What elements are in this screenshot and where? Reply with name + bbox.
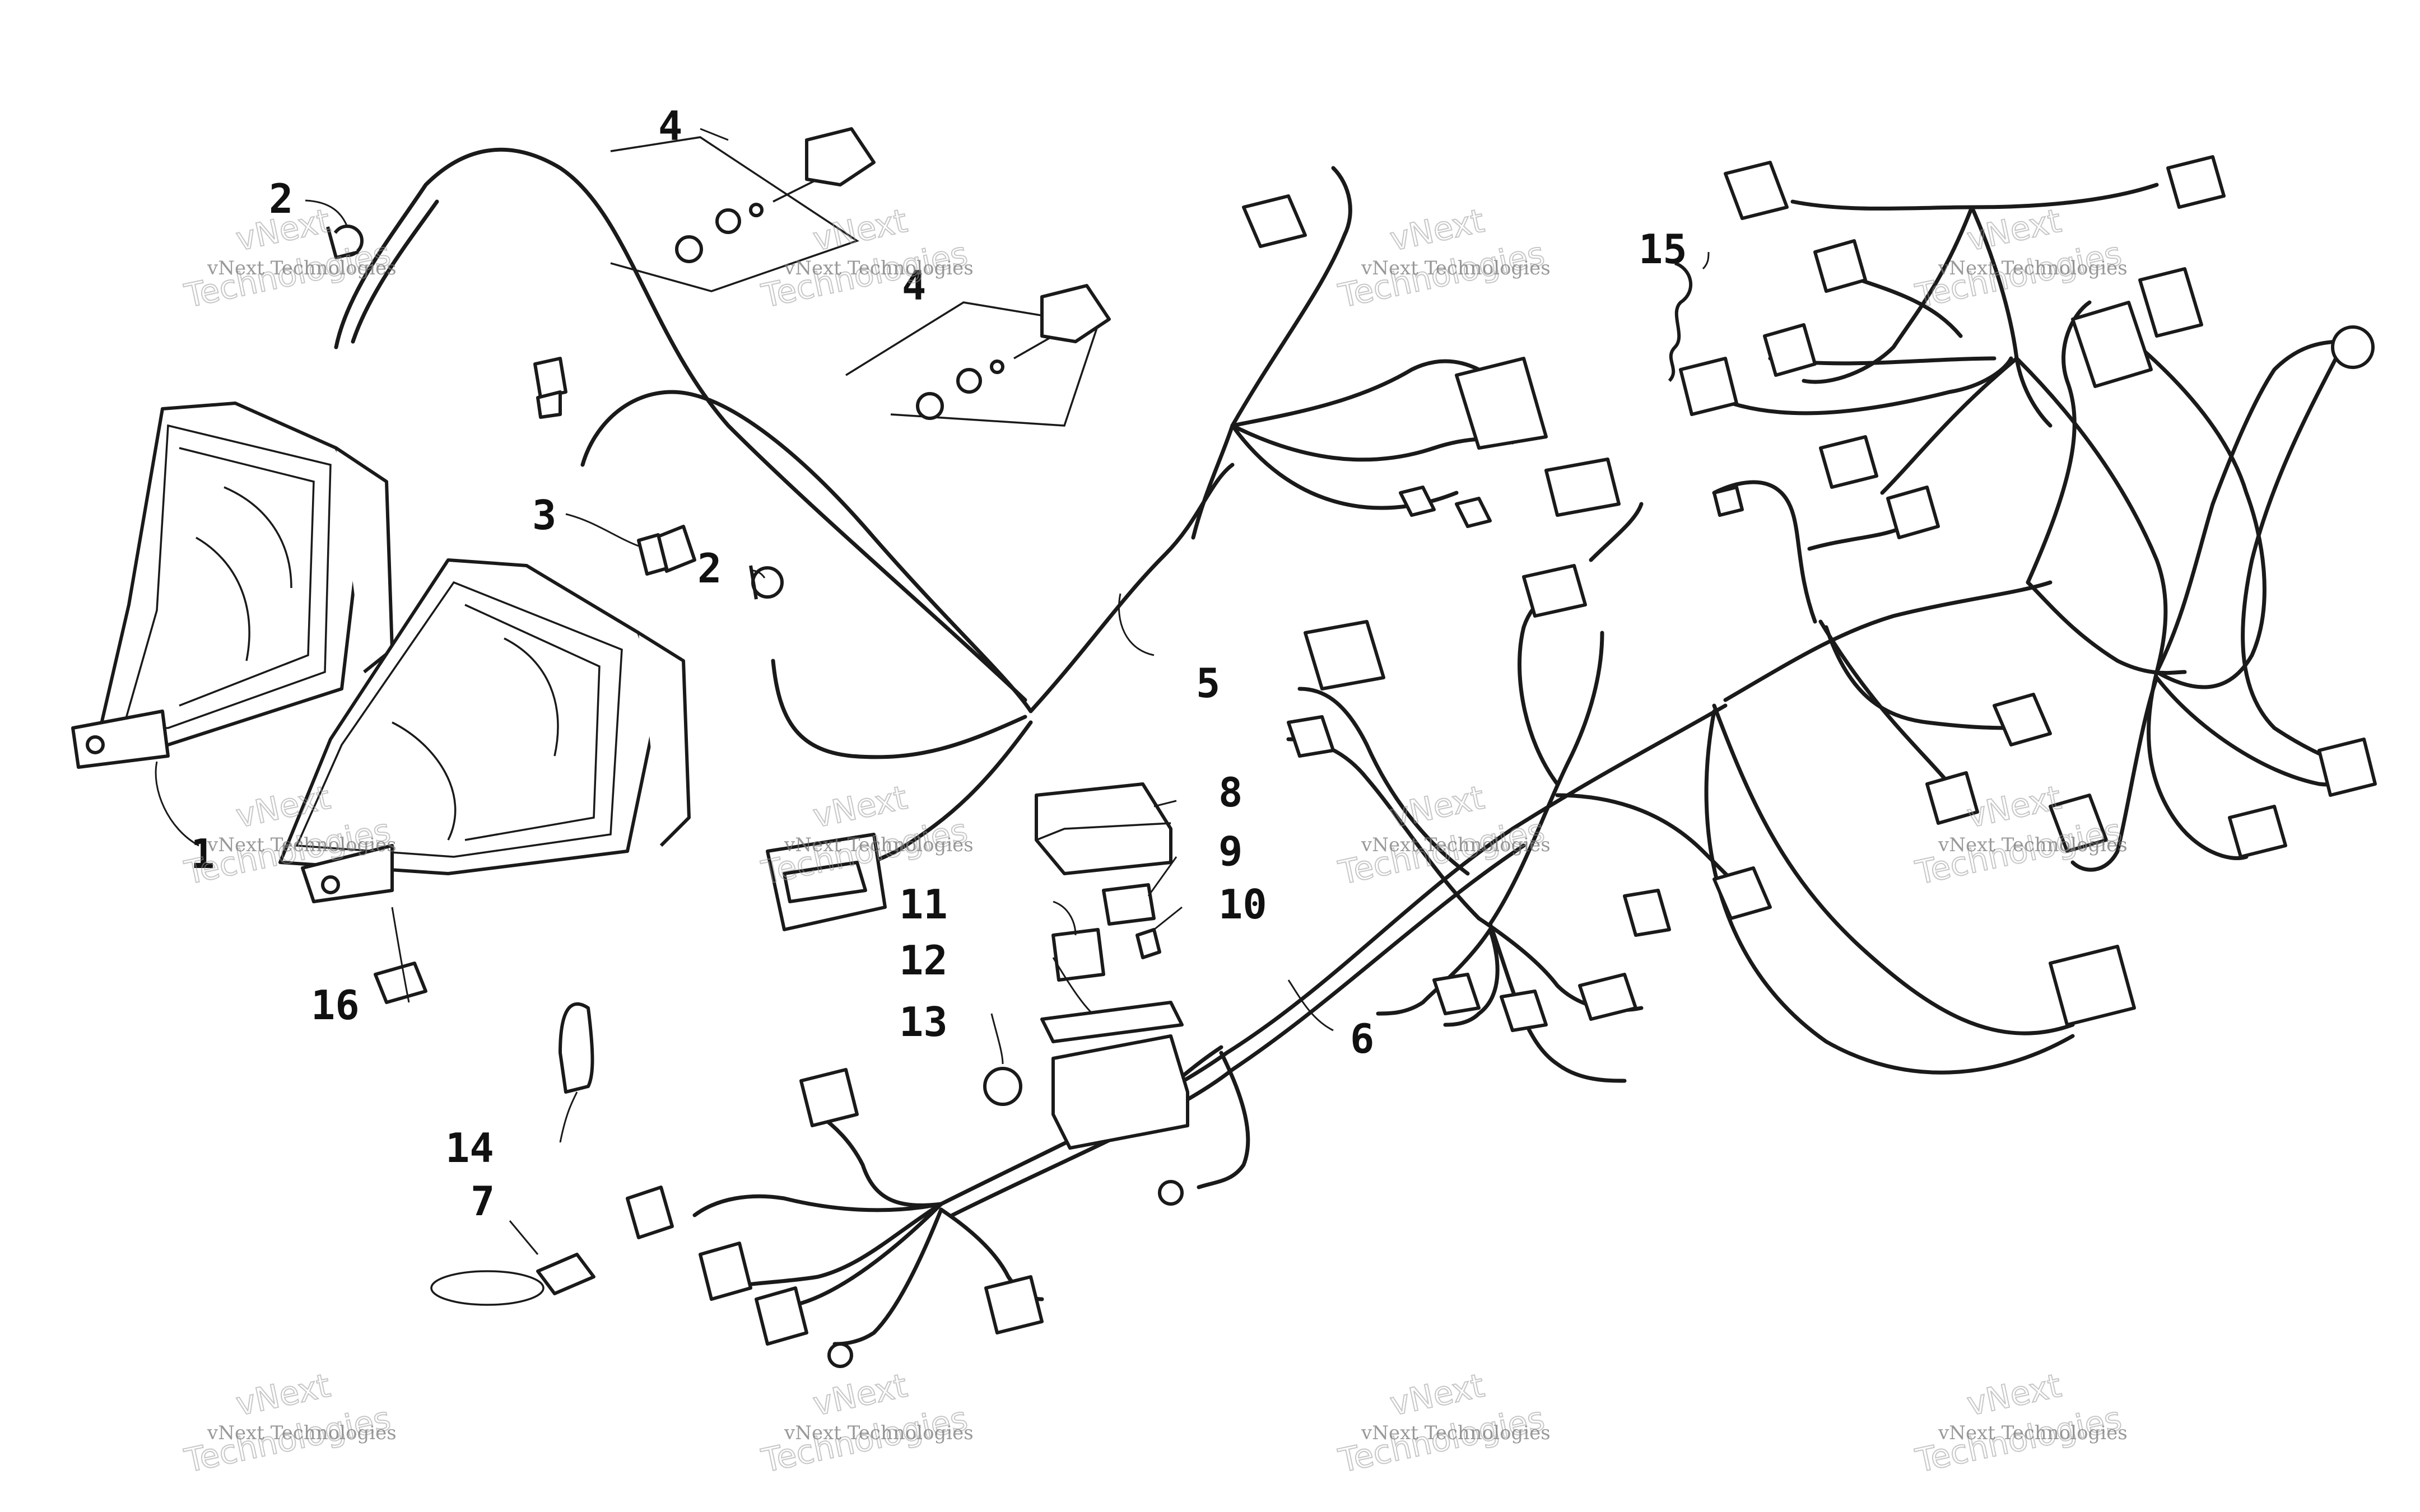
- callout-7: 7: [471, 1178, 495, 1225]
- callout-9: 9: [1218, 828, 1242, 875]
- callout-11: 11: [899, 881, 948, 928]
- svg-text:vNext Technologies: vNext Technologies: [207, 834, 397, 856]
- callout-13: 13: [899, 998, 948, 1046]
- bulb-socket-upper: [533, 357, 567, 419]
- callout-3: 3: [532, 492, 556, 539]
- watermark: vNext Technologies vNext Technologies: [757, 1366, 974, 1481]
- svg-text:vNext Technologies: vNext Technologies: [784, 257, 974, 279]
- callout-6: 6: [1350, 1015, 1374, 1062]
- watermark: vNext Technologies vNext Technologies: [180, 778, 397, 893]
- callout-4-lower: 4: [902, 262, 926, 309]
- clip-13: [983, 1067, 1022, 1106]
- callout-labels: 1 2 2 3 4 4 5 6 7 8 9 10 11 12 13 14 15 …: [190, 102, 1687, 1225]
- headlight-harness: [334, 147, 1548, 931]
- connector-7: [430, 1253, 595, 1306]
- fuse-relay-box-8: [1035, 782, 1172, 875]
- bulb-3: [637, 525, 696, 576]
- callout-5: 5: [1196, 660, 1220, 707]
- spring-15: [1668, 262, 1692, 382]
- adjuster-set-lower: [845, 284, 1111, 427]
- watermark: vNext Technologies vNext Technologies: [1911, 1366, 2128, 1481]
- fuse-10: [1135, 928, 1161, 959]
- callout-1: 1: [190, 830, 215, 878]
- callout-4-upper: 4: [658, 102, 682, 150]
- callout-14: 14: [445, 1124, 494, 1172]
- callout-2-upper: 2: [269, 175, 293, 222]
- adjuster-set-upper: [610, 127, 876, 292]
- headlight-left: [71, 402, 394, 769]
- watermark: vNext Technologies vNext Technologies: [180, 1366, 397, 1481]
- fuse-block-main: [1051, 1034, 1189, 1150]
- watermark: vNext Technologies vNext Technologies: [1911, 201, 2128, 316]
- svg-text:vNext Technologies: vNext Technologies: [1938, 834, 2128, 856]
- leader-lines: [155, 128, 1710, 1255]
- callout-12: 12: [899, 937, 948, 984]
- svg-text:vNext Technologies: vNext Technologies: [1361, 1422, 1551, 1444]
- watermark: vNext Technologies vNext Technologies: [757, 201, 974, 316]
- svg-text:vNext Technologies: vNext Technologies: [1938, 1422, 2128, 1444]
- svg-text:vNext Technologies: vNext Technologies: [784, 1422, 974, 1444]
- callout-2-lower: 2: [697, 545, 722, 592]
- bulb-2-upper: [326, 225, 364, 259]
- svg-text:vNext Technologies: vNext Technologies: [1938, 257, 2128, 279]
- watermark: vNext Technologies vNext Technologies: [1334, 1366, 1551, 1481]
- callout-16: 16: [311, 982, 360, 1029]
- svg-text:vNext Technologies: vNext Technologies: [784, 834, 974, 856]
- cable-tie-14: [559, 1002, 594, 1094]
- svg-text:vNext Technologies: vNext Technologies: [207, 1422, 397, 1444]
- callout-8: 8: [1218, 769, 1242, 816]
- callout-15: 15: [1639, 226, 1687, 273]
- callout-10: 10: [1218, 881, 1267, 928]
- bulb-2-lower: [749, 565, 784, 600]
- watermark: vNext Technologies vNext Technologies: [180, 201, 397, 316]
- fuse-panel-12: [1040, 1001, 1184, 1043]
- relay-11: [1051, 928, 1105, 982]
- headlight-right: [278, 558, 691, 1004]
- watermark: vNext Technologies vNext Technologies: [1334, 201, 1551, 316]
- relay-9: [1102, 883, 1156, 926]
- svg-text:vNext Technologies: vNext Technologies: [1361, 834, 1551, 856]
- main-harness: [626, 155, 2377, 1368]
- svg-text:vNext Technologies: vNext Technologies: [207, 257, 397, 279]
- svg-text:vNext Technologies: vNext Technologies: [1361, 257, 1551, 279]
